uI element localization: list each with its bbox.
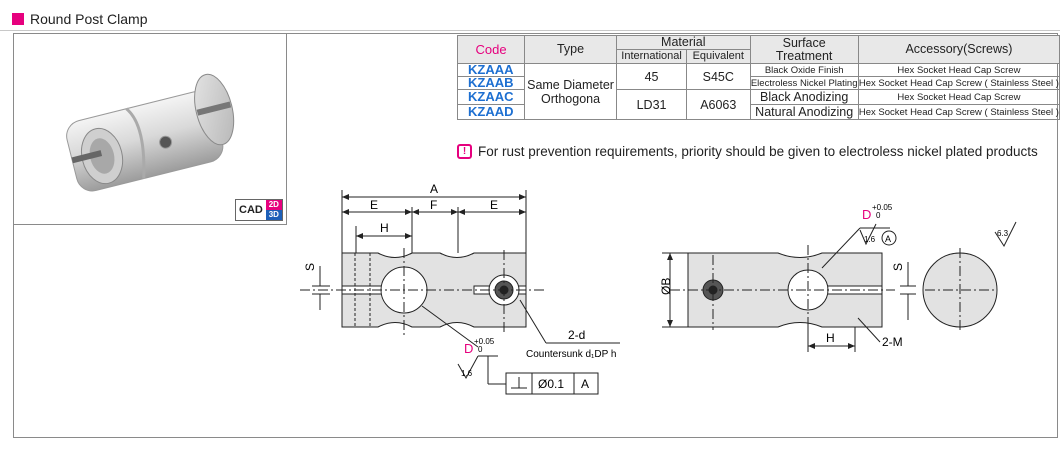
dim-E-left: E <box>370 198 378 212</box>
col-accessory: Accessory(Screws) <box>857 35 1060 64</box>
content-frame <box>13 33 1058 438</box>
cad-download-badge[interactable]: CAD 2D 3D <box>235 199 283 221</box>
code-cell[interactable]: KZAAC <box>456 89 526 105</box>
dim-S: S <box>303 263 317 271</box>
section-header: Round Post Clamp <box>12 10 148 28</box>
dim-H-side: H <box>826 331 835 345</box>
surface-cell: Natural Anodizing <box>749 104 859 120</box>
datum-ref: A <box>581 377 589 391</box>
accessory-cell: Hex Socket Head Cap Screw ( Stainless St… <box>857 104 1060 120</box>
section-marker-icon <box>12 13 24 25</box>
clamp-product-image <box>66 73 235 192</box>
material-equiv-cell: A6063 <box>686 89 751 120</box>
dim-D-side: D <box>862 207 871 222</box>
col-type: Type <box>524 35 618 64</box>
rough-end: 6.3 <box>997 229 1009 238</box>
rust-note-text: For rust prevention requirements, priori… <box>478 144 1038 159</box>
dim-A: A <box>430 182 438 196</box>
col-code: Code <box>456 35 526 64</box>
dim-E-right: E <box>490 198 498 212</box>
dim-F: F <box>430 198 437 212</box>
table-row: KZAAD Natural Anodizing Hex Socket Head … <box>456 104 1060 120</box>
table-row: KZAAB Electroless Nickel Plating Hex Soc… <box>456 76 1060 90</box>
code-cell[interactable]: KZAAB <box>456 76 526 90</box>
product-photo-panel <box>13 33 287 225</box>
label-countersunk: Countersunk d₁DP h <box>526 349 616 360</box>
col-material: Material <box>616 35 751 50</box>
cad-2d-label[interactable]: 2D <box>265 200 282 210</box>
section-title: Round Post Clamp <box>30 11 148 27</box>
dim-B: ØB <box>659 278 673 295</box>
tol-zero-side: 0 <box>876 211 881 220</box>
dim-D-front: D <box>464 341 473 356</box>
tol-zero-front: 0 <box>478 345 483 354</box>
dim-S-side: S <box>891 263 905 271</box>
label-2d: 2-d <box>568 328 585 342</box>
tol-plus-side: +0.05 <box>872 203 893 212</box>
caution-icon: ! <box>457 144 472 159</box>
cad-label: CAD <box>239 204 263 216</box>
code-cell[interactable]: KZAAD <box>456 104 526 120</box>
flatness-value: Ø0.1 <box>538 377 564 391</box>
rough-side: 1.6 <box>864 235 876 244</box>
table-row: KZAAC LD31 A6063 Black Anodizing Hex Soc… <box>456 89 1060 120</box>
rough-front: 1.6 <box>461 369 473 378</box>
header-divider <box>0 30 1060 31</box>
datum-side: A <box>885 234 891 244</box>
dim-H: H <box>380 221 389 235</box>
rust-note: ! For rust prevention requirements, prio… <box>457 144 1038 159</box>
col-equivalent: Equivalent <box>686 49 751 64</box>
tol-plus-front: +0.05 <box>474 337 495 346</box>
tolerance-frame <box>505 372 599 395</box>
cad-3d-label[interactable]: 3D <box>265 210 282 220</box>
label-2m: 2-M <box>882 335 903 349</box>
